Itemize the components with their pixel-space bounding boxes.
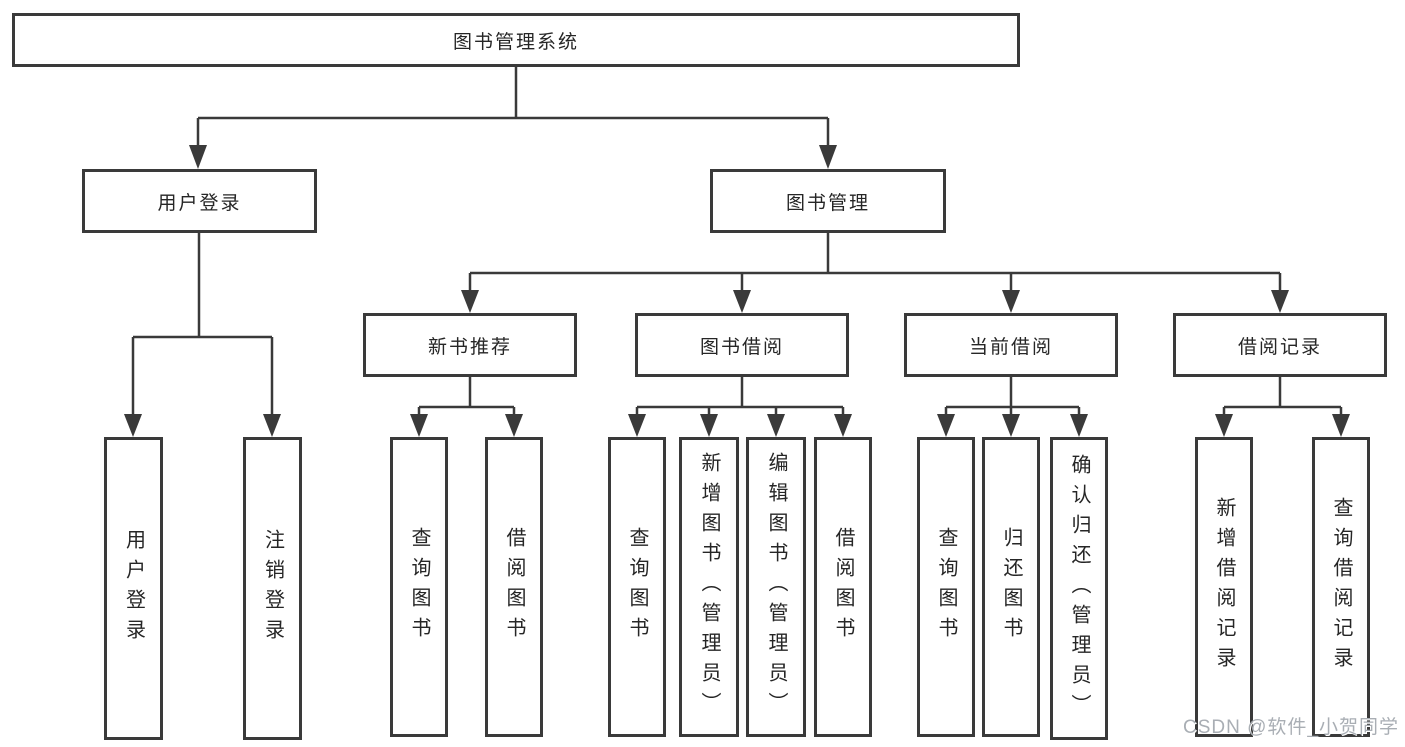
node-label: 确认归还（管理员）: [1068, 453, 1090, 724]
node-label: 新增借阅记录: [1213, 497, 1235, 677]
arrowhead-icon: [767, 414, 785, 437]
node-label: 注销登录: [261, 528, 284, 649]
arrowhead-icon: [834, 414, 852, 437]
arrowhead-icon: [819, 145, 837, 169]
arrowhead-icon: [1271, 290, 1289, 313]
node-label: 新增图书（管理员）: [698, 452, 720, 722]
connector-borrow-branch: [635, 377, 845, 418]
node-new-book-recommend: 新书推荐: [363, 313, 577, 377]
arrowhead-icon: [733, 290, 751, 313]
arrowhead-icon: [1332, 414, 1350, 437]
arrowhead-icon: [937, 414, 955, 437]
node-current-query-books: 查询图书: [917, 437, 975, 737]
node-label: 图书管理系统: [452, 31, 579, 53]
arrowhead-icon: [461, 290, 479, 313]
arrowhead-icon: [124, 414, 142, 437]
node-recommend-borrow-books: 借阅图书: [485, 437, 543, 737]
csdn-watermark: CSDN @软件_小贺同学: [1183, 717, 1399, 738]
arrowhead-icon: [628, 414, 646, 437]
node-book-management-module: 图书管理: [710, 169, 946, 233]
node-book-borrowing: 图书借阅: [635, 313, 849, 377]
arrowhead-icon: [700, 414, 718, 437]
arrowhead-icon: [410, 414, 428, 437]
connector-records-branch: [1222, 377, 1343, 418]
node-label: 查询图书: [408, 527, 430, 647]
arrowhead-icon: [189, 145, 207, 169]
connector-recommend-branch: [417, 377, 516, 418]
node-borrow-borrow-books: 借阅图书: [814, 437, 872, 737]
node-records-query-record: 查询借阅记录: [1312, 437, 1370, 737]
arrowhead-icon: [1070, 414, 1088, 437]
node-label: 借阅图书: [503, 527, 525, 647]
node-borrow-edit-books-admin: 编辑图书（管理员）: [746, 437, 806, 737]
node-label: 用户登录: [157, 192, 242, 214]
node-borrow-query-books: 查询图书: [608, 437, 666, 737]
node-label: 借阅图书: [832, 527, 854, 647]
node-label: 归还图书: [1000, 527, 1022, 647]
node-current-confirm-return-admin: 确认归还（管理员）: [1050, 437, 1108, 740]
connector-root-to-level2: [196, 67, 830, 148]
node-user-login-action: 用户登录: [104, 437, 163, 740]
node-current-borrowing: 当前借阅: [904, 313, 1118, 377]
node-records-add-record: 新增借阅记录: [1195, 437, 1253, 737]
node-borrow-add-books-admin: 新增图书（管理员）: [679, 437, 739, 737]
node-user-login-module: 用户登录: [82, 169, 317, 233]
node-current-return-books: 归还图书: [982, 437, 1040, 737]
node-label: 用户登录: [122, 528, 145, 649]
node-label: 查询图书: [935, 527, 957, 647]
node-borrowing-records: 借阅记录: [1173, 313, 1387, 377]
node-label: 查询借阅记录: [1330, 497, 1352, 677]
node-label: 新书推荐: [427, 336, 512, 358]
arrowhead-icon: [505, 414, 523, 437]
node-label: 编辑图书（管理员）: [765, 452, 787, 722]
node-label: 图书借阅: [699, 336, 784, 358]
node-label: 借阅记录: [1237, 336, 1322, 358]
node-label: 当前借阅: [968, 336, 1053, 358]
node-logout-action: 注销登录: [243, 437, 302, 740]
arrowhead-icon: [1215, 414, 1233, 437]
connector-current-branch: [944, 377, 1081, 418]
node-recommend-query-books: 查询图书: [390, 437, 448, 737]
arrowhead-icon: [263, 414, 281, 437]
node-root-system: 图书管理系统: [12, 13, 1020, 67]
node-label: 图书管理: [785, 192, 870, 214]
node-label: 查询图书: [626, 527, 648, 647]
arrowhead-icon: [1002, 414, 1020, 437]
arrowhead-icon: [1002, 290, 1020, 313]
connector-user-login-branch: [131, 233, 274, 418]
connector-book-mgmt-branch: [468, 233, 1282, 293]
